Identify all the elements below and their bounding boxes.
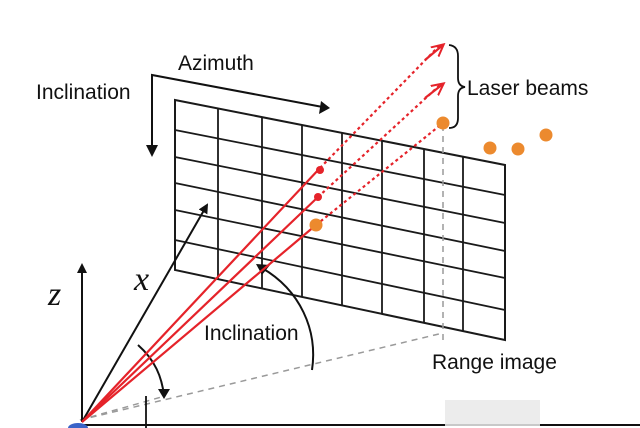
laser-beam-2-tip: [424, 84, 443, 99]
laser-beam-1-dashed: [319, 44, 441, 169]
ellipsis-dots: [483, 128, 553, 156]
x-axis-label: x: [133, 261, 149, 298]
orange-point-grid: [309, 218, 323, 232]
azimuth-label: Azimuth: [178, 52, 254, 75]
intersection-points: [309, 116, 450, 232]
laser-beam-1-tip: [424, 45, 443, 61]
laser-beams-brace: [448, 44, 466, 129]
inclination-angle-arc: [137, 264, 315, 428]
z-axis-label: z: [47, 276, 61, 313]
red-point-1: [316, 166, 324, 174]
laser-beam-3: [81, 224, 317, 423]
laser-beams-label: Laser beams: [467, 77, 588, 100]
axes: [77, 203, 640, 426]
laser-beam-2: [81, 196, 319, 423]
range-image-grid: [174, 98, 506, 342]
range-image-label: Range image: [432, 351, 557, 374]
direction-arrows: [146, 73, 330, 157]
laser-beam-1: [81, 167, 321, 423]
dashed-guides: [79, 125, 444, 421]
watermark-blur: [445, 400, 540, 426]
inclination-top-label: Inclination: [36, 81, 131, 104]
red-point-2: [314, 193, 322, 201]
laser-beam-2-dashed: [317, 84, 441, 198]
laser-beams: [81, 44, 443, 423]
sensor-origin: [68, 423, 88, 428]
orange-point-far: [436, 116, 450, 130]
inclination-angle-label: Inclination: [204, 322, 299, 345]
